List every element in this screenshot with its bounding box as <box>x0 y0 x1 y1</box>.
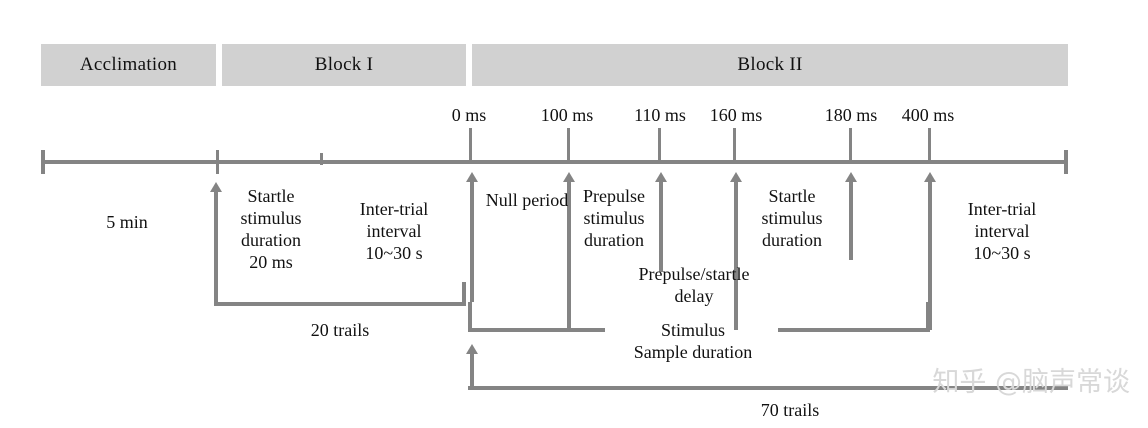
note-iti-block1: Inter-trial interval 10~30 s <box>359 199 429 263</box>
bracket-20-trails-horizontal <box>214 302 466 306</box>
tick-400ms <box>928 128 931 164</box>
arrow-startle-start <box>730 172 742 330</box>
tick-160ms <box>733 128 736 164</box>
note-prepulse-startle-delay: Prepulse/startle delay <box>638 264 750 306</box>
bracket-20-trails-right-riser <box>462 282 466 306</box>
time-label-400ms: 400 ms <box>901 105 955 125</box>
tick-acclimation-end <box>216 150 219 174</box>
watermark: 知乎 @脑声常谈 <box>932 367 1130 398</box>
tick-100ms <box>567 128 570 164</box>
phase-label-block-1: Block I <box>314 54 374 75</box>
tick-180ms <box>849 128 852 164</box>
time-label-160ms: 160 ms <box>709 105 763 125</box>
axis-start-cap <box>41 150 45 174</box>
tick-startle-end <box>320 153 323 165</box>
note-null-period: Null period <box>485 190 569 210</box>
note-startle-duration-block2: Startle stimulus duration <box>761 186 823 250</box>
note-startle-duration-block1: Startle stimulus duration 20 ms <box>240 186 302 272</box>
bracket-label-20-trails: 20 trails <box>310 320 370 340</box>
bracket-sample-duration-right-riser <box>926 302 930 332</box>
axis-end-cap <box>1064 150 1068 174</box>
arrow-prepulse-start <box>563 172 575 330</box>
arrow-null-period <box>466 172 478 302</box>
arrow-iti-block2 <box>924 172 936 330</box>
arrow-startle-end <box>845 172 857 260</box>
bracket-label-70-trails: 70 trails <box>760 400 820 420</box>
time-label-0ms: 0 ms <box>451 105 487 125</box>
time-label-180ms: 180 ms <box>824 105 878 125</box>
bracket-label-stimulus-sample-duration: Stimulus Sample duration <box>633 320 753 362</box>
bracket-sample-duration-right-arm <box>778 328 930 332</box>
note-prepulse-duration: Prepulse stimulus duration <box>583 186 645 250</box>
phase-bar-block-1: Block I <box>222 44 466 86</box>
phase-bar-acclimation: Acclimation <box>41 44 216 86</box>
time-label-100ms: 100 ms <box>540 105 594 125</box>
arrow-prepulse-end <box>655 172 667 272</box>
arrow-70-trails <box>466 344 478 388</box>
time-label-110ms: 110 ms <box>634 105 686 125</box>
bracket-sample-duration-left-riser <box>468 302 472 332</box>
timeline-axis <box>41 160 1068 164</box>
phase-bar-block-2: Block II <box>472 44 1068 86</box>
note-acclimation-duration: 5 min <box>106 212 148 232</box>
phase-label-acclimation: Acclimation <box>79 54 178 75</box>
bracket-sample-duration-left-arm <box>468 328 605 332</box>
tick-110ms <box>658 128 661 164</box>
arrow-startle-block1 <box>210 182 222 304</box>
phase-label-block-2: Block II <box>737 54 803 75</box>
note-iti-block2: Inter-trial interval 10~30 s <box>967 199 1037 263</box>
tick-0ms <box>469 128 472 164</box>
bracket-70-trails-horizontal <box>468 386 1068 390</box>
